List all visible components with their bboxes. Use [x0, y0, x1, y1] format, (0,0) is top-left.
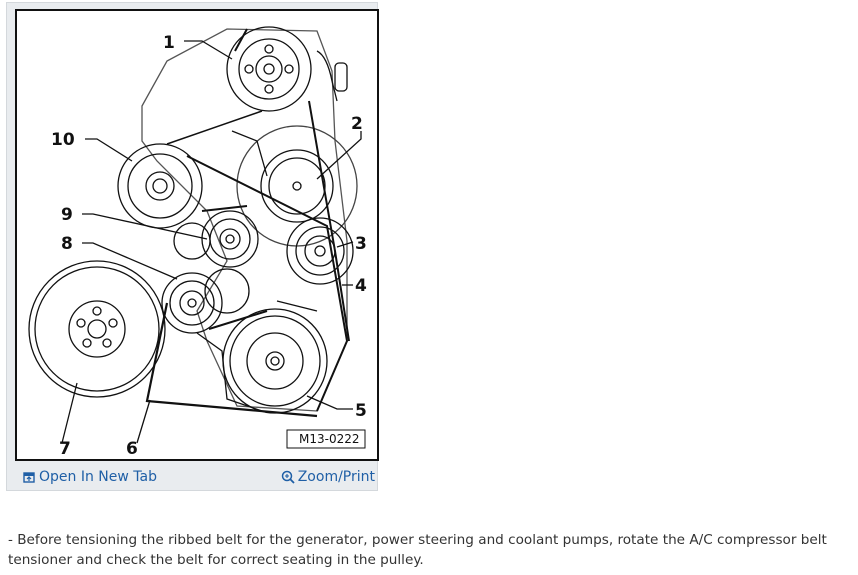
callout-6: 6	[126, 439, 138, 459]
power-steering-pulley	[226, 26, 312, 112]
tensioner-pulley	[161, 272, 223, 334]
zoom-print-label: Zoom/Print	[297, 469, 375, 485]
instruction-text: - Before tensioning the ribbed belt for …	[8, 532, 827, 568]
figure-card: 1 2 3 4 5 6 7 8 9 10 M13-0222 Open In Ne…	[6, 2, 379, 491]
new-tab-icon	[23, 471, 35, 483]
zoom-print-link[interactable]: Zoom/Print	[281, 469, 375, 485]
figure-id-box	[286, 429, 366, 449]
magnifier-icon	[281, 470, 295, 484]
idler-pulley	[286, 217, 354, 285]
generator-pulley	[260, 149, 334, 223]
diagram-svg: 1 2 3 4 5 6 7 8 9 10 M13-0222	[28, 26, 367, 459]
callout-1: 1	[163, 33, 175, 53]
upper-tensioner-pulley	[201, 210, 259, 268]
callout-5: 5	[355, 401, 367, 421]
callout-8: 8	[61, 234, 73, 254]
callout-2: 2	[351, 114, 363, 134]
open-in-new-tab-label: Open In New Tab	[39, 469, 157, 485]
callout-9: 9	[61, 205, 73, 225]
figure-toolbar: Open In New Tab Zoom/Print	[13, 469, 379, 491]
callout-7: 7	[59, 439, 71, 459]
open-in-new-tab-link[interactable]: Open In New Tab	[23, 469, 157, 485]
belt	[145, 302, 318, 418]
crankshaft-pulley	[28, 260, 166, 398]
coolant-pump-pulley	[117, 143, 203, 229]
callout-4: 4	[355, 276, 367, 296]
figure-id: M13-0222	[299, 432, 360, 446]
callout-10: 10	[51, 130, 75, 150]
belt-drive-diagram: 1 2 3 4 5 6 7 8 9 10 M13-0222	[15, 9, 379, 461]
callout-3: 3	[355, 234, 367, 254]
